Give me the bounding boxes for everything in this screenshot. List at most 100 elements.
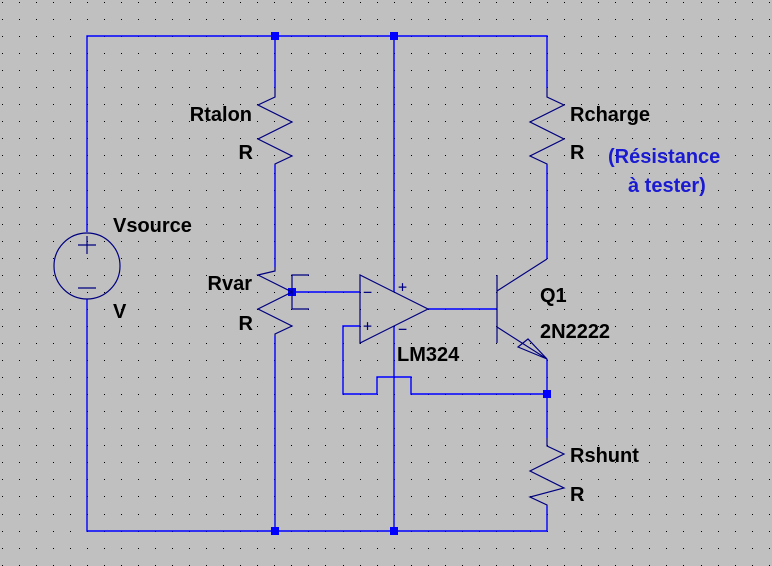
grid-dot bbox=[53, 292, 54, 293]
wire-feedback[interactable] bbox=[342, 325, 547, 395]
rshunt-value-label[interactable]: R bbox=[570, 484, 585, 506]
rvar-name-label[interactable]: Rvar bbox=[208, 273, 253, 295]
grid-dot bbox=[223, 121, 224, 122]
comment-annotation[interactable]: (Résistance à tester) bbox=[608, 146, 720, 197]
q1-value-label[interactable]: 2N2222 bbox=[540, 321, 610, 343]
opamp-lm324[interactable]: − + + − LM324 bbox=[359, 274, 460, 366]
grid-dot bbox=[701, 548, 702, 549]
grid-dot bbox=[581, 275, 582, 276]
grid-dot bbox=[701, 53, 702, 54]
grid-dot bbox=[36, 360, 37, 361]
grid-dot bbox=[308, 121, 309, 122]
grid-dot bbox=[274, 104, 275, 105]
grid-dot bbox=[615, 377, 616, 378]
grid-dot bbox=[377, 360, 378, 361]
grid-dot bbox=[752, 87, 753, 88]
grid-dot bbox=[581, 258, 582, 259]
grid-dot bbox=[189, 445, 190, 446]
grid-dot bbox=[223, 445, 224, 446]
grid-dot bbox=[411, 548, 412, 549]
grid-dot bbox=[325, 343, 326, 344]
rtalon-name-label[interactable]: Rtalon bbox=[190, 104, 252, 126]
rcharge-name-label[interactable]: Rcharge bbox=[570, 104, 650, 126]
grid-dot bbox=[666, 53, 667, 54]
rshunt-name-label[interactable]: Rshunt bbox=[570, 445, 639, 467]
grid-dot bbox=[496, 19, 497, 20]
grid-dot bbox=[445, 2, 446, 3]
grid-dot bbox=[564, 343, 565, 344]
wire-top-rail[interactable] bbox=[86, 35, 548, 232]
grid-dot bbox=[496, 190, 497, 191]
rcharge-value-label[interactable]: R bbox=[570, 142, 585, 164]
grid-dot bbox=[325, 479, 326, 480]
grid-dot bbox=[223, 138, 224, 139]
voltage-source[interactable]: Vsource V bbox=[53, 215, 192, 323]
grid-dot bbox=[752, 173, 753, 174]
resistor-rshunt[interactable]: Rshunt R bbox=[528, 438, 639, 506]
grid-dot bbox=[479, 155, 480, 156]
grid-dot bbox=[325, 121, 326, 122]
grid-dot bbox=[36, 445, 37, 446]
vsource-value-label[interactable]: V bbox=[113, 301, 127, 323]
grid-dot bbox=[632, 394, 633, 395]
grid-dot bbox=[428, 496, 429, 497]
grid-dot bbox=[206, 326, 207, 327]
grid-dot bbox=[564, 173, 565, 174]
grid-dot bbox=[70, 531, 71, 532]
grid-dot bbox=[53, 514, 54, 515]
opamp-name-label[interactable]: LM324 bbox=[397, 344, 460, 366]
grid-dot bbox=[240, 411, 241, 412]
wire-bottom-rail[interactable] bbox=[86, 299, 548, 532]
vsource-name-label[interactable]: Vsource bbox=[113, 215, 192, 237]
transistor-q1[interactable]: Q1 2N2222 bbox=[496, 258, 610, 360]
potentiometer-rvar[interactable]: Rvar R bbox=[208, 267, 309, 336]
grid-dot bbox=[343, 496, 344, 497]
grid-dot bbox=[172, 360, 173, 361]
grid-dot bbox=[377, 138, 378, 139]
resistor-rtalon[interactable]: Rtalon R bbox=[190, 88, 294, 165]
rvar-value-label[interactable]: R bbox=[239, 313, 254, 335]
grid-dot bbox=[632, 496, 633, 497]
grid-dot bbox=[155, 377, 156, 378]
grid-dot bbox=[462, 155, 463, 156]
grid-dot bbox=[683, 275, 684, 276]
grid-dot bbox=[752, 36, 753, 37]
grid-dot bbox=[70, 224, 71, 225]
grid-dot bbox=[632, 343, 633, 344]
resistor-icon bbox=[528, 88, 566, 165]
grid-dot bbox=[752, 121, 753, 122]
grid-dot bbox=[462, 548, 463, 549]
grid-dot bbox=[377, 224, 378, 225]
grid-dot bbox=[325, 53, 326, 54]
grid-dot bbox=[513, 445, 514, 446]
grid-dot bbox=[701, 445, 702, 446]
grid-dot bbox=[735, 190, 736, 191]
grid-dot bbox=[274, 275, 275, 276]
grid-dot bbox=[581, 53, 582, 54]
grid-dot bbox=[683, 190, 684, 191]
grid-dot bbox=[411, 496, 412, 497]
grid-dot bbox=[564, 2, 565, 3]
grid-dot bbox=[189, 241, 190, 242]
grid-dot bbox=[411, 445, 412, 446]
grid-dot bbox=[223, 104, 224, 105]
grid-dot bbox=[53, 2, 54, 3]
grid-dot bbox=[513, 326, 514, 327]
grid-dot bbox=[513, 19, 514, 20]
rtalon-value-label[interactable]: R bbox=[239, 142, 254, 164]
resistor-rcharge[interactable]: Rcharge R bbox=[528, 88, 650, 165]
grid-dot bbox=[581, 70, 582, 71]
grid-dot bbox=[206, 496, 207, 497]
grid-dot bbox=[598, 155, 599, 156]
grid-dot bbox=[155, 292, 156, 293]
grid-dot bbox=[547, 19, 548, 20]
grid-dot bbox=[2, 292, 3, 293]
q1-name-label[interactable]: Q1 bbox=[540, 285, 567, 307]
grid-dot bbox=[683, 138, 684, 139]
grid-dot bbox=[513, 258, 514, 259]
grid-dot bbox=[428, 207, 429, 208]
grid-dot bbox=[615, 292, 616, 293]
grid-dot bbox=[172, 155, 173, 156]
grid-dot bbox=[19, 531, 20, 532]
